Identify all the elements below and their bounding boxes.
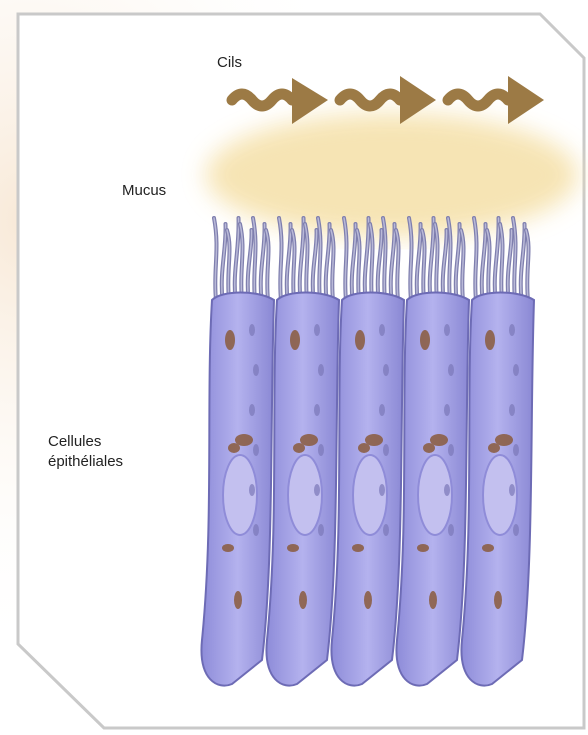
granule	[444, 324, 450, 336]
organelle	[293, 443, 305, 453]
epithelial-cells-label: Cellules épithéliales	[48, 432, 123, 472]
epithelial-cell	[396, 218, 469, 686]
organelle	[482, 544, 494, 552]
granule	[314, 484, 320, 496]
granule	[253, 524, 259, 536]
granule	[253, 444, 259, 456]
organelle	[358, 443, 370, 453]
organelle	[234, 591, 242, 609]
epithelial-cell	[331, 218, 404, 686]
epithelial-cells	[201, 218, 534, 686]
granule	[249, 484, 255, 496]
granule	[379, 404, 385, 416]
granule	[249, 404, 255, 416]
organelle	[420, 330, 430, 350]
granule	[383, 444, 389, 456]
organelle	[364, 591, 372, 609]
organelle	[355, 330, 365, 350]
granule	[509, 404, 515, 416]
granule	[314, 324, 320, 336]
cilia-bundle	[474, 218, 529, 300]
granule	[318, 364, 324, 376]
granule	[318, 524, 324, 536]
organelle	[290, 330, 300, 350]
epithelial-cell	[461, 218, 534, 686]
organelle	[352, 544, 364, 552]
granule	[448, 364, 454, 376]
organelle	[222, 544, 234, 552]
granule	[253, 364, 259, 376]
granule	[318, 444, 324, 456]
granule	[448, 524, 454, 536]
epithelial-cell	[266, 218, 339, 686]
epithelial-cell	[201, 218, 274, 686]
organelle	[228, 443, 240, 453]
organelle	[485, 330, 495, 350]
granule	[383, 364, 389, 376]
granule	[444, 404, 450, 416]
organelle	[423, 443, 435, 453]
organelle	[488, 443, 500, 453]
granule	[509, 484, 515, 496]
organelle	[287, 544, 299, 552]
granule	[513, 444, 519, 456]
arrow-1	[232, 78, 328, 124]
epithelial-cells-label-line2: épithéliales	[48, 452, 123, 472]
arrow-3	[448, 76, 544, 124]
cilia-label: Cils	[217, 53, 242, 73]
organelle	[299, 591, 307, 609]
organelle	[494, 591, 502, 609]
organelle	[225, 330, 235, 350]
epithelial-cells-label-line1: Cellules	[48, 432, 123, 452]
granule	[513, 524, 519, 536]
granule	[379, 324, 385, 336]
granule	[448, 444, 454, 456]
granule	[379, 484, 385, 496]
organelle	[429, 591, 437, 609]
granule	[444, 484, 450, 496]
granule	[509, 324, 515, 336]
granule	[314, 404, 320, 416]
mucus-layer	[206, 113, 578, 237]
cilia-bundle	[214, 218, 269, 300]
granule	[383, 524, 389, 536]
organelle	[417, 544, 429, 552]
mucus-label: Mucus	[122, 181, 166, 201]
granule	[513, 364, 519, 376]
granule	[249, 324, 255, 336]
